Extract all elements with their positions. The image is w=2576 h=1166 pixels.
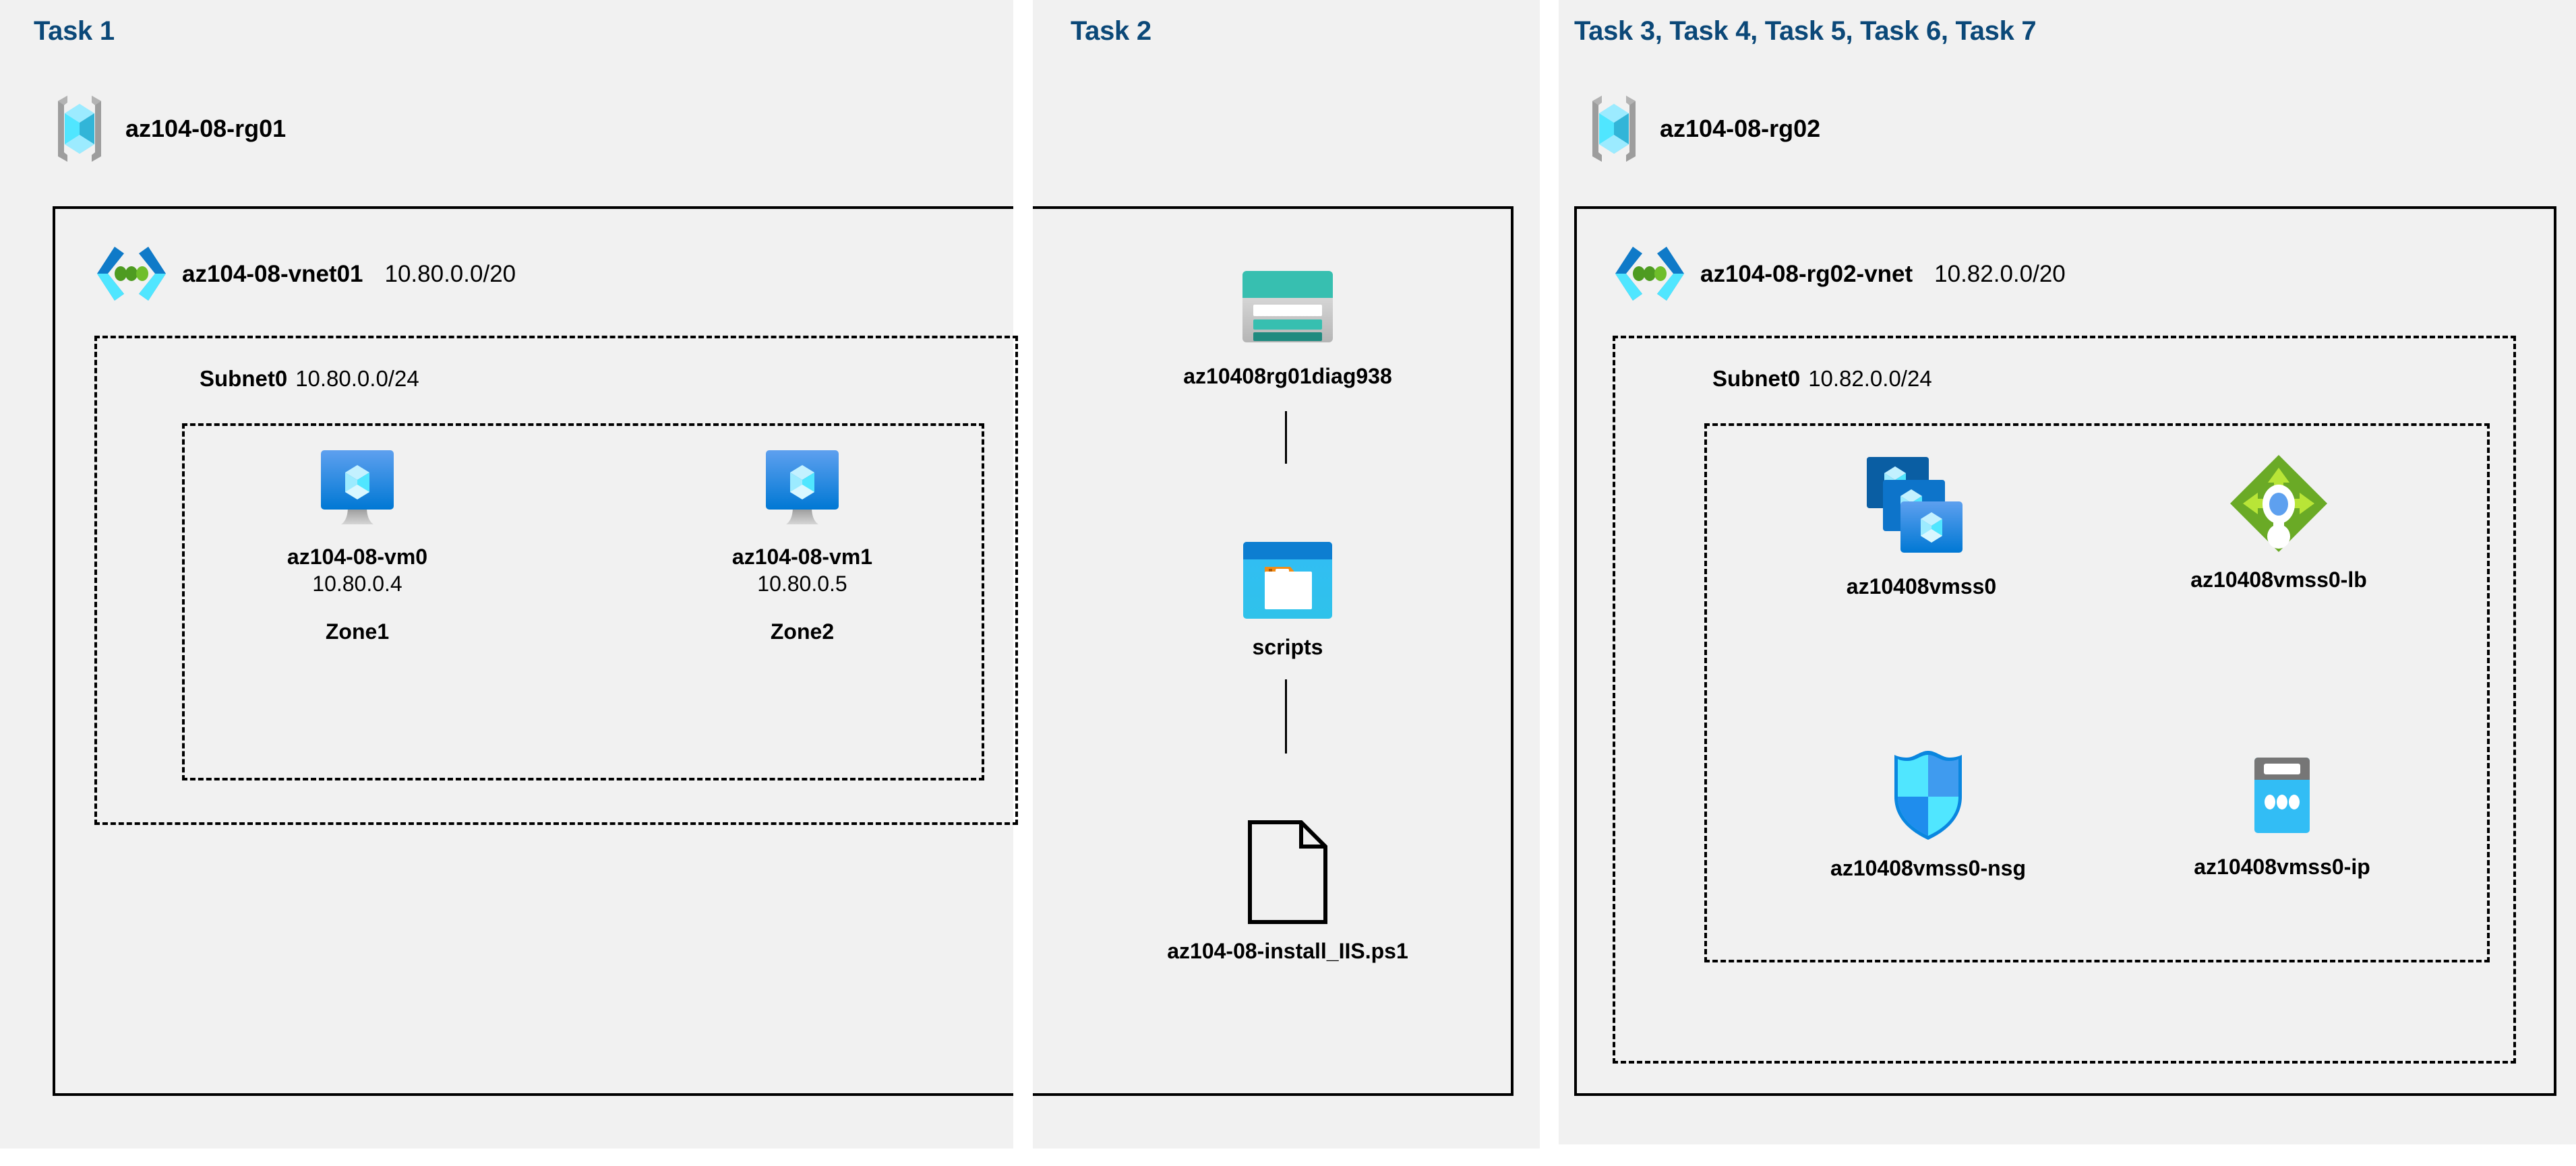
task2-label: Task 2 xyxy=(1071,16,1151,46)
vm-scale-set-node: az10408vmss0 xyxy=(1807,453,2036,600)
vmss-name: az10408vmss0 xyxy=(1846,574,1997,599)
network-security-group-icon xyxy=(1888,748,1969,842)
vm-name: az104-08-vm1 xyxy=(731,545,873,569)
public-ip-address-icon xyxy=(2245,755,2319,841)
task3-panel xyxy=(1559,0,2576,1144)
public-ip-name: az10408vmss0-ip xyxy=(2194,855,2370,879)
task3-label: Task 3, Task 4, Task 5, Task 6, Task 7 xyxy=(1574,16,2037,46)
vm-ip: 10.80.0.4 xyxy=(312,571,402,596)
network-security-group-node: az10408vmss0-nsg xyxy=(1814,748,2043,882)
subnet0-header-task1: Subnet0 10.80.0.0/24 xyxy=(200,367,419,390)
subnet0-header-task3: Subnet0 10.82.0.0/24 xyxy=(1712,367,1932,390)
blob-container-node: scripts xyxy=(1190,539,1385,661)
vm-scale-set-icon xyxy=(1864,453,1979,561)
vnet-header-az104-08-vnet01: az104-08-vnet01 10.80.0.0/20 xyxy=(94,244,516,303)
resource-group-icon xyxy=(1583,92,1645,166)
vm-zone: Zone1 xyxy=(325,619,390,644)
subnet0-boundary-task1 xyxy=(94,336,1018,825)
connector-storage-to-container xyxy=(1285,411,1287,464)
subnet-name: Subnet0 xyxy=(1712,366,1801,391)
vnet-header-az104-08-rg02-vnet: az104-08-rg02-vnet 10.82.0.0/20 xyxy=(1613,244,2066,303)
vnet-name: az104-08-vnet01 xyxy=(182,260,363,287)
virtual-network-icon xyxy=(94,244,169,303)
availability-zones-boundary xyxy=(182,423,984,780)
load-balancer-node: az10408vmss0-lb xyxy=(2164,453,2393,593)
vm-zone: Zone2 xyxy=(770,619,835,644)
vm-ip: 10.80.0.5 xyxy=(757,571,847,596)
storage-account-name: az10408rg01diag938 xyxy=(1183,364,1392,388)
resource-group-az104-08-rg01: az104-08-rg01 xyxy=(49,92,286,166)
file-name: az104-08-install_IIS.ps1 xyxy=(1167,939,1408,963)
subnet-cidr: 10.80.0.0/24 xyxy=(295,366,419,391)
load-balancer-icon xyxy=(2228,453,2329,554)
vm-node-az104-08-vm1: az104-08-vm1 10.80.0.5 Zone2 xyxy=(701,445,903,642)
subnet0-boundary-task3 xyxy=(1613,336,2516,1064)
vnet-cidr: 10.80.0.0/20 xyxy=(384,260,516,287)
resource-group-az104-08-rg02: az104-08-rg02 xyxy=(1583,92,1820,166)
panel-gutter-2 xyxy=(1540,0,1559,1166)
vmss-resources-boundary xyxy=(1704,423,2490,962)
resource-group-icon xyxy=(49,92,111,166)
storage-account-icon xyxy=(1237,263,1338,350)
task1-label: Task 1 xyxy=(34,16,115,46)
resource-group-name: az104-08-rg02 xyxy=(1660,115,1821,142)
vnet-cidr: 10.82.0.0/20 xyxy=(1934,260,2066,287)
nsg-name: az10408vmss0-nsg xyxy=(1830,856,2026,880)
container-name: scripts xyxy=(1252,635,1323,659)
public-ip-address-node: az10408vmss0-ip xyxy=(2171,755,2393,880)
subnet-name: Subnet0 xyxy=(200,366,288,391)
vm-node-az104-08-vm0: az104-08-vm0 10.80.0.4 Zone1 xyxy=(256,445,458,642)
resource-group-name: az104-08-rg01 xyxy=(125,115,287,142)
script-file-node: az104-08-install_IIS.ps1 xyxy=(1096,819,1480,964)
virtual-machine-icon xyxy=(314,445,400,531)
virtual-network-icon xyxy=(1613,244,1687,303)
load-balancer-name: az10408vmss0-lb xyxy=(2190,567,2367,592)
file-icon xyxy=(1245,819,1331,925)
connector-container-to-file xyxy=(1285,679,1287,754)
vm-name: az104-08-vm0 xyxy=(287,545,428,569)
storage-account-node: az10408rg01diag938 xyxy=(1139,263,1436,390)
task1-panel xyxy=(0,0,1013,1148)
blob-container-icon xyxy=(1240,539,1335,621)
subnet-cidr: 10.82.0.0/24 xyxy=(1808,366,1932,391)
vnet-rg02-boundary xyxy=(1574,206,2556,1096)
virtual-machine-icon xyxy=(759,445,845,531)
vnet-name: az104-08-rg02-vnet xyxy=(1700,260,1913,287)
vnet01-boundary xyxy=(53,206,1514,1096)
